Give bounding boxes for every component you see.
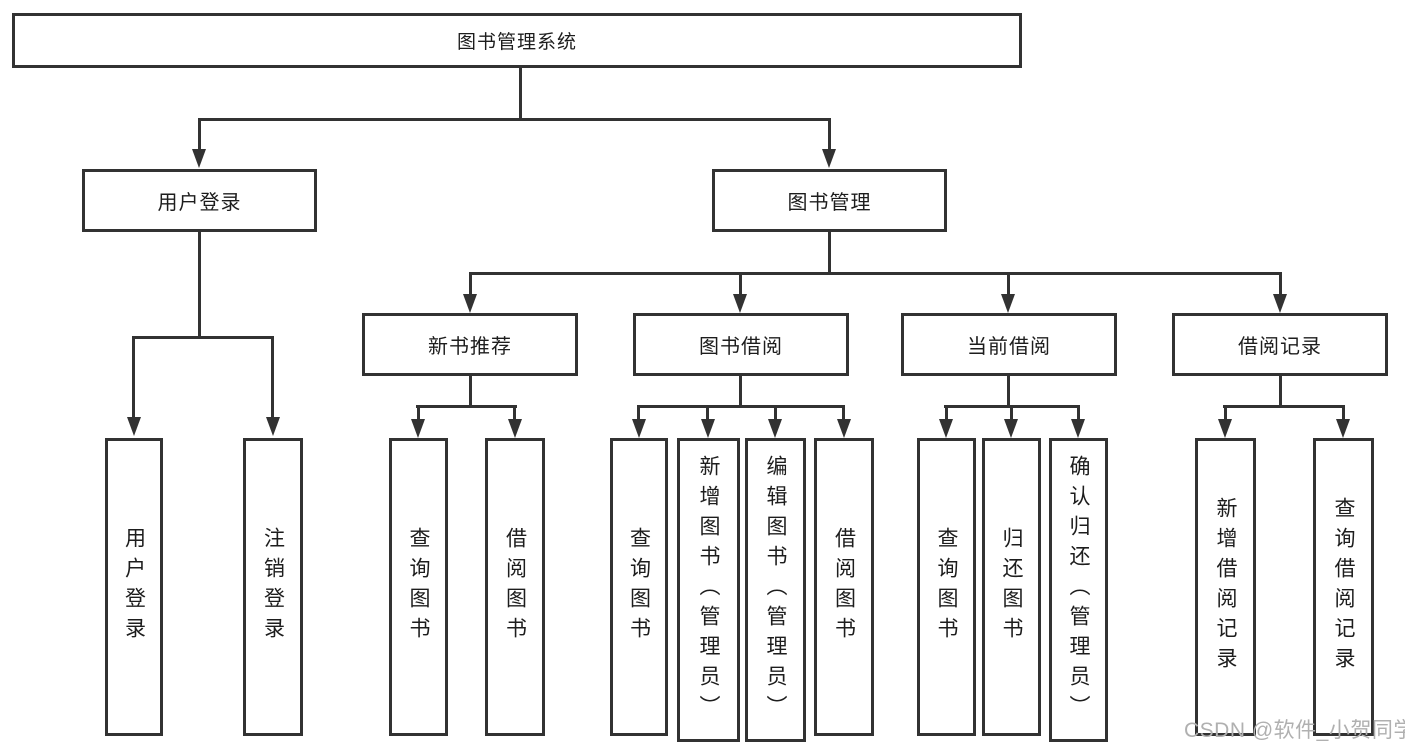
leaf-borrow-books-recommend: 借阅图书 — [485, 438, 545, 736]
arrow-down-icon — [266, 417, 280, 436]
node-label: 归还图书 — [1000, 527, 1023, 647]
leaf-user-login: 用户登录 — [105, 438, 163, 736]
leaf-borrow-books: 借阅图书 — [814, 438, 874, 736]
node-label: 图书管理系统 — [456, 32, 577, 53]
connector-line — [469, 272, 472, 296]
connector-line — [842, 405, 845, 420]
connector-line — [1007, 272, 1010, 296]
node-label: 借阅图书 — [503, 527, 527, 647]
connector-line — [469, 376, 472, 408]
node-label: 新书推荐 — [428, 336, 512, 358]
connector-line — [1223, 405, 1345, 408]
connector-line — [1007, 376, 1010, 408]
node-current-borrow: 当前借阅 — [901, 313, 1117, 376]
arrow-down-icon — [1001, 294, 1015, 313]
arrow-down-icon — [1004, 419, 1018, 438]
connector-line — [417, 405, 420, 420]
leaf-logout: 注销登录 — [243, 438, 303, 736]
arrow-down-icon — [733, 294, 747, 313]
connector-line — [513, 405, 516, 420]
connector-line — [1279, 272, 1282, 296]
node-label: 查询图书 — [627, 527, 651, 647]
csdn-watermark: CSDN @软件_小贺同学 — [1184, 719, 1405, 742]
leaf-query-books-current: 查询图书 — [917, 438, 976, 736]
connector-line — [519, 68, 522, 119]
leaf-return-book: 归还图书 — [982, 438, 1041, 736]
node-label: 当前借阅 — [967, 336, 1051, 358]
leaf-query-books-borrow: 查询图书 — [610, 438, 668, 736]
connector-line — [739, 272, 742, 296]
node-book-borrow: 图书借阅 — [633, 313, 849, 376]
arrow-down-icon — [508, 419, 522, 438]
arrow-down-icon — [632, 419, 646, 438]
connector-line — [1077, 405, 1080, 420]
node-label: 注销登录 — [261, 527, 285, 647]
node-label: 编辑图书（管理员） — [764, 455, 787, 725]
arrow-down-icon — [1218, 419, 1232, 438]
connector-line — [739, 376, 742, 408]
node-label: 新增借阅记录 — [1214, 497, 1237, 677]
arrow-down-icon — [1273, 294, 1287, 313]
leaf-confirm-return-admin: 确认归还（管理员） — [1049, 438, 1108, 742]
arrow-down-icon — [411, 419, 425, 438]
arrow-down-icon — [768, 419, 782, 438]
node-label: 查询图书 — [935, 527, 958, 647]
leaf-add-borrow-record: 新增借阅记录 — [1195, 438, 1256, 736]
connector-line — [774, 405, 777, 420]
node-system-root: 图书管理系统 — [12, 13, 1022, 68]
connector-line — [416, 405, 517, 408]
arrow-down-icon — [701, 419, 715, 438]
node-label: 用户登录 — [122, 527, 146, 647]
node-label: 借阅记录 — [1238, 336, 1322, 358]
node-book-management: 图书管理 — [712, 169, 947, 232]
node-label: 查询借阅记录 — [1332, 497, 1355, 677]
leaf-query-borrow-record: 查询借阅记录 — [1313, 438, 1374, 736]
node-label: 新增图书（管理员） — [697, 455, 720, 725]
leaf-add-book-admin: 新增图书（管理员） — [677, 438, 740, 742]
leaf-edit-book-admin: 编辑图书（管理员） — [745, 438, 806, 742]
connector-line — [198, 118, 831, 121]
connector-line — [945, 405, 948, 420]
connector-line — [132, 336, 135, 418]
connector-line — [637, 405, 845, 408]
node-user-login: 用户登录 — [82, 169, 317, 232]
connector-line — [828, 232, 831, 275]
connector-line — [198, 118, 201, 151]
connector-line — [706, 405, 709, 420]
connector-line — [469, 272, 1282, 275]
connector-line — [828, 118, 831, 151]
node-label: 确认归还（管理员） — [1067, 455, 1090, 725]
node-new-book-recommend: 新书推荐 — [362, 313, 578, 376]
arrow-down-icon — [192, 149, 206, 168]
arrow-down-icon — [127, 417, 141, 436]
connector-line — [271, 336, 274, 418]
connector-line — [133, 336, 274, 339]
node-label: 用户登录 — [157, 192, 242, 214]
node-label: 图书借阅 — [699, 336, 783, 358]
leaf-query-books-recommend: 查询图书 — [389, 438, 448, 736]
connector-line — [1279, 376, 1282, 408]
connector-line — [1342, 405, 1345, 420]
node-label: 查询图书 — [407, 527, 430, 647]
connector-line — [637, 405, 640, 420]
node-borrow-records: 借阅记录 — [1172, 313, 1388, 376]
arrow-down-icon — [939, 419, 953, 438]
arrow-down-icon — [463, 294, 477, 313]
node-label: 图书管理 — [787, 192, 872, 214]
connector-line — [1224, 405, 1227, 420]
arrow-down-icon — [822, 149, 836, 168]
arrow-down-icon — [837, 419, 851, 438]
node-label: 借阅图书 — [832, 527, 856, 647]
connector-line — [1010, 405, 1013, 420]
arrow-down-icon — [1071, 419, 1085, 438]
connector-line — [198, 232, 201, 339]
arrow-down-icon — [1336, 419, 1350, 438]
